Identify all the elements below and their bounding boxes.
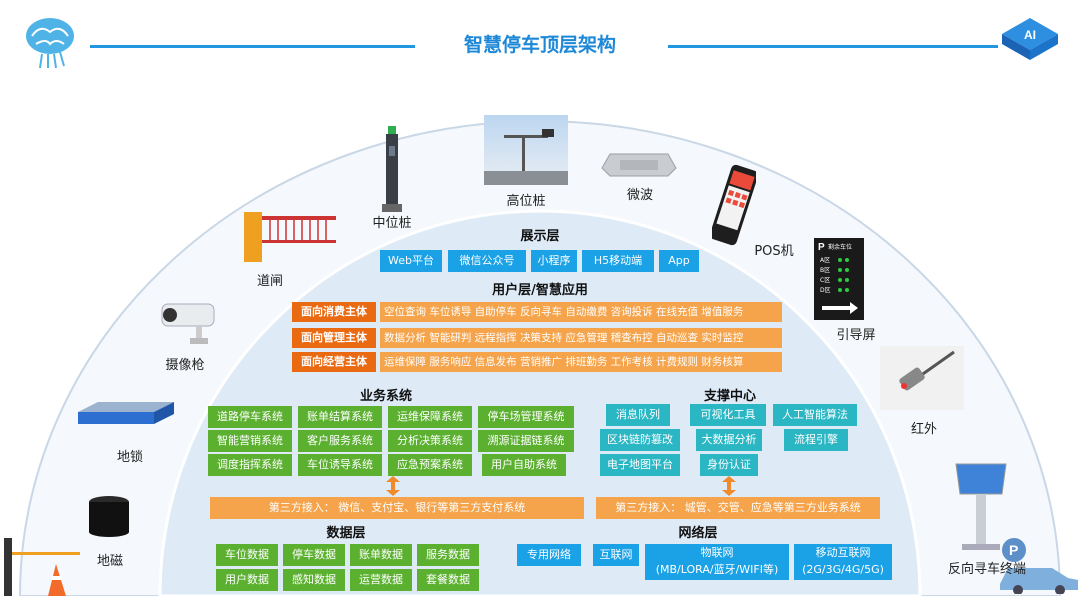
user-row-consumer: 面向消费主体 空位查询 车位诱导 自助停车 反向寻车 自动缴费 咨询投诉 在线充… bbox=[292, 302, 782, 322]
data-item: 服务数据 bbox=[417, 544, 479, 566]
third-party-business: 第三方接入： 城管、交管、应急等第三方业务系统 bbox=[596, 497, 880, 519]
mid-pole-icon bbox=[380, 126, 404, 212]
network-item-private: 专用网络 bbox=[517, 544, 581, 566]
business-item: 用户自助系统 bbox=[482, 454, 566, 476]
brain-icon bbox=[22, 14, 78, 70]
business-item: 停车场管理系统 bbox=[478, 406, 574, 428]
display-item-wechat: 微信公众号 bbox=[448, 250, 526, 272]
support-item: 消息队列 bbox=[606, 404, 670, 426]
guide-screen-header: 剩余车位 bbox=[828, 243, 852, 251]
display-item-web: Web平台 bbox=[380, 250, 442, 272]
user-row-manager: 面向管理主体 数据分析 智能研判 远程指挥 决策支持 应急管理 稽查布控 自动巡… bbox=[292, 328, 782, 348]
high-pole-label: 高位桩 bbox=[506, 194, 546, 209]
user-layer-title: 用户层/智慧应用 bbox=[492, 283, 588, 298]
guide-screen-row-c: C区 bbox=[820, 277, 830, 284]
display-item-h5: H5移动端 bbox=[582, 250, 654, 272]
business-title: 业务系统 bbox=[359, 389, 412, 404]
reverse-terminal-label: 反向寻车终端 bbox=[947, 562, 1026, 577]
support-item: 人工智能算法 bbox=[773, 404, 857, 426]
business-item: 车位诱导系统 bbox=[298, 454, 382, 476]
support-item: 流程引擎 bbox=[784, 429, 848, 451]
guide-screen-icon: P 剩余车位 A区 B区 C区 D区 bbox=[814, 238, 864, 320]
guide-screen-row-d: D区 bbox=[820, 287, 831, 294]
guide-screen-label: 引导屏 bbox=[836, 328, 876, 343]
network-iot-line2: (MB/LORA/蓝牙/WIFI等) bbox=[655, 563, 779, 576]
user-row-body: 运维保障 服务响应 信息发布 营销推广 排班勤务 工作考核 计费规则 财务核算 bbox=[380, 352, 782, 372]
user-row-head: 面向管理主体 bbox=[292, 328, 376, 348]
network-mobile-line1: 移动互联网 bbox=[815, 546, 871, 559]
network-mobile-line2: (2G/3G/4G/5G) bbox=[802, 563, 884, 576]
barrier-gate-label: 道闸 bbox=[256, 274, 283, 289]
geomagnetic-label: 地磁 bbox=[96, 554, 123, 569]
user-row-body: 空位查询 车位诱导 自助停车 反向寻车 自动缴费 咨询投诉 在线充值 增值服务 bbox=[380, 302, 782, 322]
header-line-right bbox=[668, 45, 998, 48]
user-row-operator: 面向经营主体 运维保障 服务响应 信息发布 营销推广 排班勤务 工作考核 计费规… bbox=[292, 352, 782, 372]
support-item: 区块链防篡改 bbox=[600, 429, 680, 451]
network-item-internet: 互联网 bbox=[593, 544, 639, 566]
business-item: 运维保障系统 bbox=[388, 406, 472, 428]
high-pole-icon bbox=[484, 115, 568, 185]
cone-barrier-icon bbox=[0, 530, 80, 596]
support-item: 大数据分析 bbox=[696, 429, 762, 451]
business-item: 应急预案系统 bbox=[388, 454, 472, 476]
support-item: 可视化工具 bbox=[690, 404, 766, 426]
microwave-icon bbox=[596, 148, 682, 180]
business-item: 账单结算系统 bbox=[298, 406, 382, 428]
data-layer-title: 数据层 bbox=[326, 526, 366, 541]
page-title: 智慧停车顶层架构 bbox=[463, 34, 616, 56]
ai-chip-icon: AI bbox=[1000, 16, 1060, 66]
network-item-iot: 物联网 (MB/LORA/蓝牙/WIFI等) bbox=[645, 544, 789, 580]
ground-lock-icon bbox=[78, 398, 174, 428]
double-arrow-icon bbox=[722, 476, 736, 496]
network-iot-line1: 物联网 bbox=[700, 546, 734, 559]
data-item: 用户数据 bbox=[216, 569, 278, 591]
business-item: 智能营销系统 bbox=[208, 430, 292, 452]
user-row-head: 面向消费主体 bbox=[292, 302, 376, 322]
ai-logo-text: AI bbox=[1024, 28, 1036, 42]
support-item: 身份认证 bbox=[700, 454, 758, 476]
car-icon: P bbox=[990, 536, 1080, 595]
mid-pole-label: 中位桩 bbox=[372, 216, 412, 231]
data-item: 运营数据 bbox=[350, 569, 412, 591]
infrared-icon bbox=[880, 346, 964, 410]
business-item: 道路停车系统 bbox=[208, 406, 292, 428]
header-line-left bbox=[90, 45, 415, 48]
user-row-body: 数据分析 智能研判 远程指挥 决策支持 应急管理 稽查布控 自动巡查 实时监控 bbox=[380, 328, 782, 348]
third-party-payment: 第三方接入： 微信、支付宝、银行等第三方支付系统 bbox=[210, 497, 584, 519]
user-row-head: 面向经营主体 bbox=[292, 352, 376, 372]
ground-lock-label: 地锁 bbox=[116, 450, 143, 465]
data-item: 账单数据 bbox=[350, 544, 412, 566]
guide-screen-row-b: B区 bbox=[820, 267, 830, 274]
camera-label: 摄像枪 bbox=[165, 358, 205, 373]
camera-icon bbox=[156, 298, 226, 348]
business-item: 分析决策系统 bbox=[388, 430, 472, 452]
data-item: 套餐数据 bbox=[417, 569, 479, 591]
data-item: 车位数据 bbox=[216, 544, 278, 566]
support-title: 支撑中心 bbox=[703, 389, 756, 404]
kiosk-icon bbox=[946, 460, 1016, 552]
network-item-mobile: 移动互联网 (2G/3G/4G/5G) bbox=[794, 544, 892, 580]
geomagnetic-icon bbox=[86, 494, 132, 538]
svg-text:P: P bbox=[818, 242, 825, 253]
network-layer-title: 网络层 bbox=[678, 526, 718, 541]
double-arrow-icon bbox=[386, 476, 400, 496]
business-item: 调度指挥系统 bbox=[208, 454, 292, 476]
display-item-app: App bbox=[659, 250, 699, 272]
pos-icon bbox=[709, 162, 759, 248]
support-item: 电子地图平台 bbox=[600, 454, 680, 476]
microwave-label: 微波 bbox=[626, 188, 653, 203]
business-item: 客户服务系统 bbox=[298, 430, 382, 452]
business-item: 溯源证据链系统 bbox=[478, 430, 574, 452]
data-item: 感知数据 bbox=[283, 569, 345, 591]
data-item: 停车数据 bbox=[283, 544, 345, 566]
guide-screen-row-a: A区 bbox=[820, 257, 830, 264]
svg-text:P: P bbox=[1009, 542, 1018, 558]
infrared-label: 红外 bbox=[910, 422, 937, 437]
pos-label: POS机 bbox=[754, 244, 794, 259]
display-layer-title: 展示层 bbox=[520, 229, 560, 244]
barrier-gate-icon bbox=[244, 208, 336, 264]
display-item-miniprogram: 小程序 bbox=[531, 250, 577, 272]
